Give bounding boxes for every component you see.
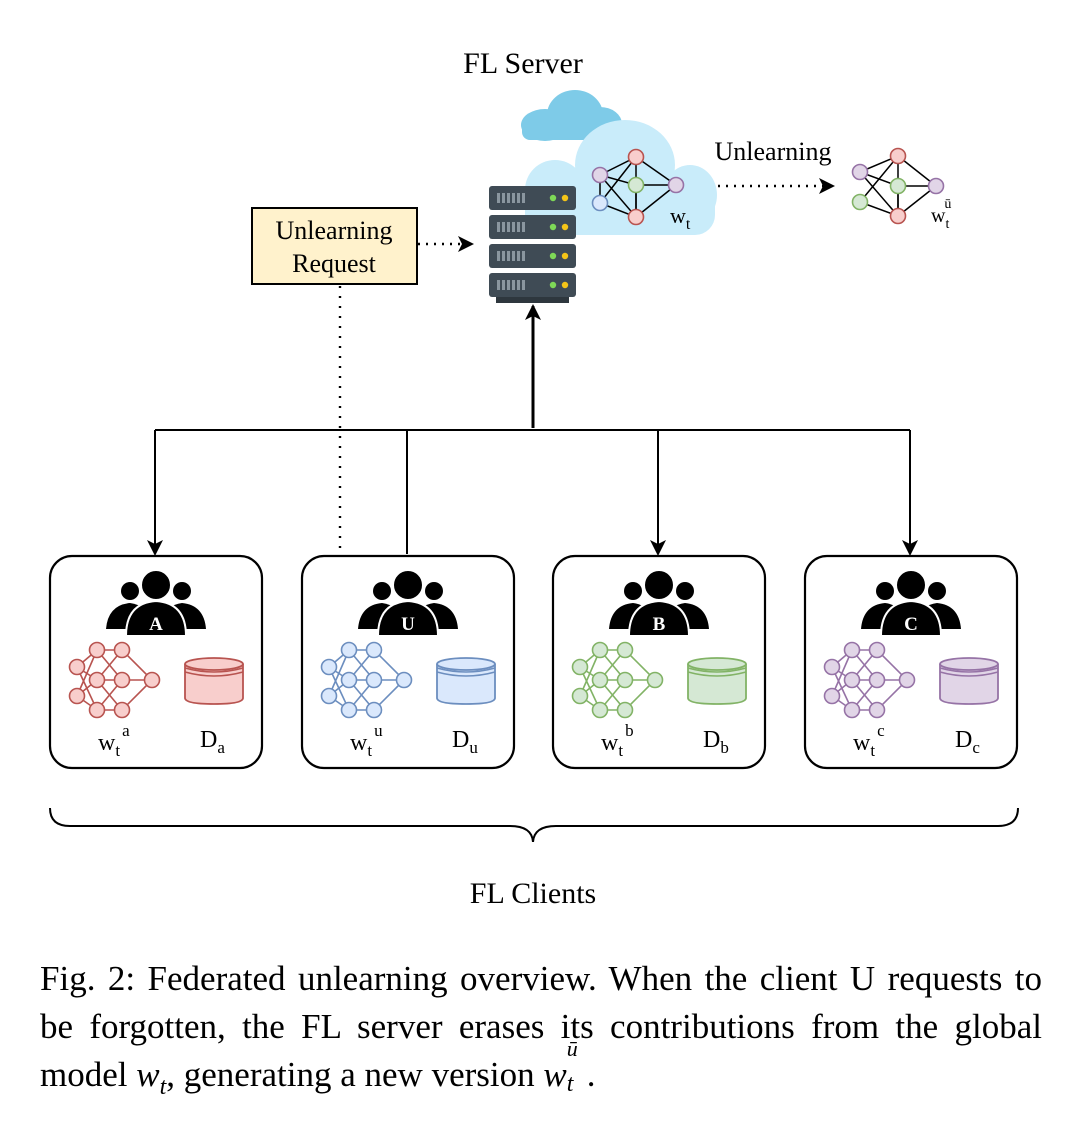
local-dataset-label: Du bbox=[452, 727, 478, 757]
local-model-label: wtb bbox=[601, 721, 634, 760]
user-group-icon: B bbox=[609, 569, 709, 637]
database-icon bbox=[687, 657, 747, 705]
request-line-2: Request bbox=[292, 249, 377, 278]
user-group-icon: C bbox=[861, 569, 961, 637]
federated-unlearning-diagram: FL Server wt Unlearning wtū Unlearning R… bbox=[48, 47, 1019, 910]
client-letter: C bbox=[904, 614, 918, 635]
local-model-label: wtc bbox=[853, 721, 885, 760]
figure-caption: Fig. 2: Federated unlearning overview. W… bbox=[40, 959, 1042, 1100]
local-dataset-label: Da bbox=[200, 727, 225, 757]
unlearned-model-label: wtū bbox=[931, 197, 951, 232]
local-dataset-label: Db bbox=[703, 727, 729, 757]
local-model-label: wtu bbox=[350, 721, 383, 760]
server-icon bbox=[489, 186, 576, 303]
local-model-label: wta bbox=[98, 721, 130, 760]
local-model-network-icon bbox=[68, 641, 161, 719]
local-model-network-icon bbox=[823, 641, 916, 719]
unlearning-request-box: Unlearning Request bbox=[251, 207, 418, 285]
local-model-network-icon bbox=[571, 641, 664, 719]
database-icon bbox=[436, 657, 496, 705]
aggregation-connectors bbox=[147, 304, 918, 556]
database-icon bbox=[939, 657, 999, 705]
user-group-icon: A bbox=[106, 569, 206, 637]
unlearned-model-network-icon bbox=[851, 147, 945, 225]
user-group-icon: U bbox=[358, 569, 458, 637]
local-model-network-icon bbox=[320, 641, 413, 719]
database-icon bbox=[184, 657, 244, 705]
client-letter: A bbox=[149, 614, 163, 635]
global-model-label: wt bbox=[670, 203, 691, 233]
local-dataset-label: Dc bbox=[955, 727, 980, 757]
unlearning-label: Unlearning bbox=[715, 137, 832, 166]
client-letter: U bbox=[401, 614, 415, 635]
client-letter: B bbox=[653, 614, 666, 635]
request-line-1: Unlearning bbox=[276, 216, 393, 245]
clients-brace bbox=[49, 807, 1019, 843]
server-title: FL Server bbox=[463, 47, 583, 80]
global-model-network-icon bbox=[591, 148, 685, 226]
clients-label: FL Clients bbox=[470, 877, 596, 910]
cloud-icon bbox=[521, 90, 717, 235]
